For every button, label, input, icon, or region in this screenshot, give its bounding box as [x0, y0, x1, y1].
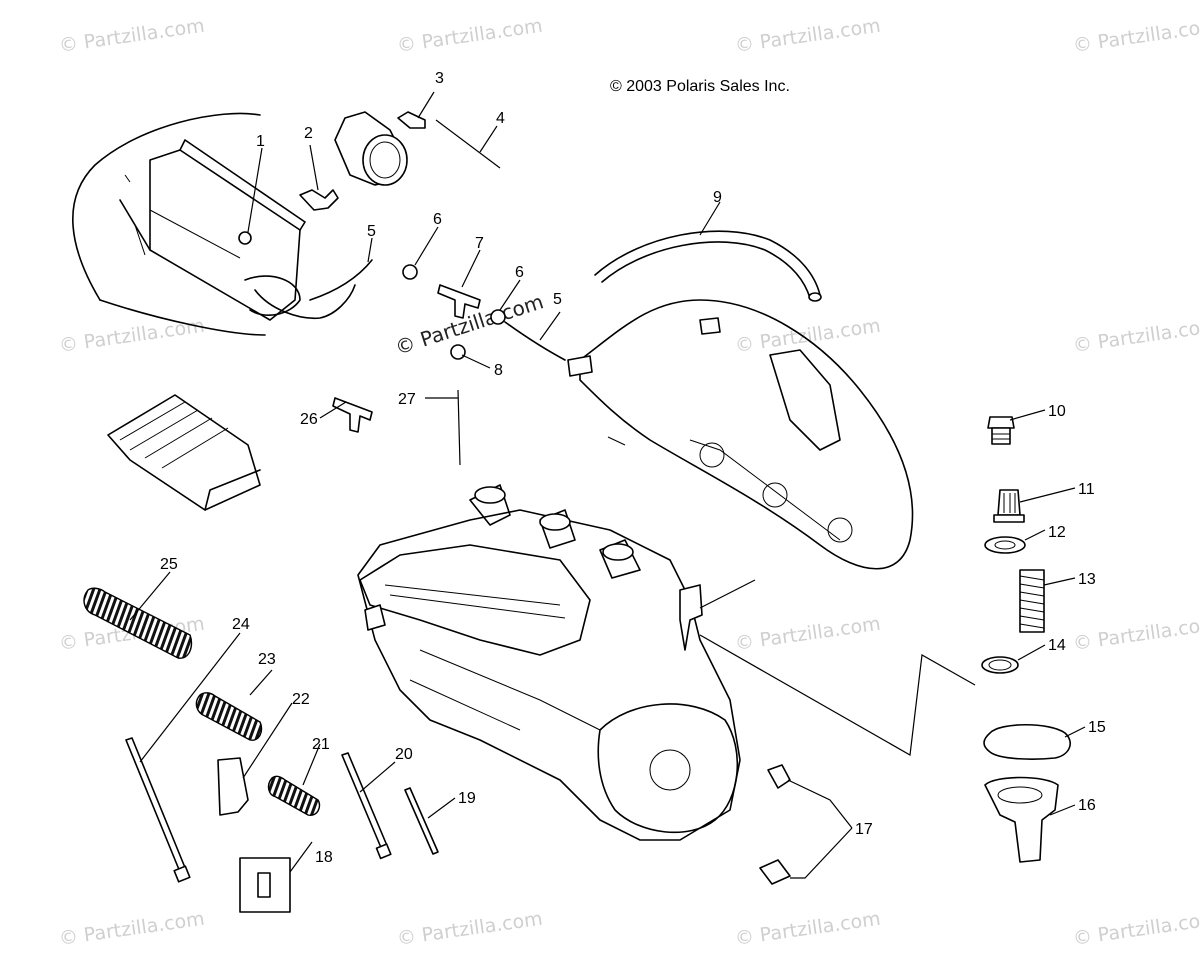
label-18	[239, 857, 291, 913]
watermark: © Partzilla.com	[58, 15, 206, 57]
callout-7: 7	[475, 235, 484, 252]
watermark: © Partzilla.com	[58, 908, 206, 950]
airbox-assembly	[72, 112, 356, 336]
callout-18: 18	[315, 849, 333, 866]
callout-16: 16	[1078, 797, 1096, 814]
callout-23: 23	[258, 651, 276, 668]
callout-22: 22	[292, 691, 310, 708]
tee-fitting-26	[332, 397, 373, 433]
watermark: © Partzilla.com	[1072, 908, 1200, 950]
throttle-body	[334, 111, 408, 186]
callout-24: 24	[232, 616, 250, 633]
tie-strap-20	[341, 752, 392, 860]
sleeve-25	[83, 587, 193, 659]
watermark: © Partzilla.com	[396, 908, 544, 950]
callout-1: 1	[256, 133, 265, 150]
elbow-fitting-2	[299, 189, 339, 211]
watermark: © Partzilla.com	[734, 315, 882, 357]
clip-22	[217, 757, 249, 816]
callout-2: 2	[304, 125, 313, 142]
callout-12: 12	[1048, 524, 1066, 541]
callout-6b: 6	[515, 264, 524, 281]
callout-11: 11	[1078, 481, 1095, 498]
copyright-notice: © 2003 Polaris Sales Inc.	[610, 78, 790, 95]
leader-lines	[129, 91, 1086, 879]
gasket-15	[983, 723, 1071, 760]
callout-17: 17	[855, 821, 873, 838]
callout-labels: 1 2 3 4 5 6 7 6 5 8 9 10 11 12 13 14 15 …	[160, 70, 1106, 866]
callout-25: 25	[160, 556, 178, 573]
watermark: © Partzilla.com	[58, 315, 206, 357]
spring-13	[1019, 569, 1045, 633]
callout-10: 10	[1048, 403, 1066, 420]
callout-15: 15	[1088, 719, 1106, 736]
watermark: © Partzilla.com	[396, 15, 544, 57]
hose-5b	[504, 321, 566, 361]
sleeve-21	[267, 775, 321, 816]
callout-8: 8	[494, 362, 503, 379]
manifold	[567, 299, 914, 570]
tie-strap-24	[125, 737, 191, 883]
fitting-3	[397, 111, 426, 129]
housing-16	[984, 776, 1059, 863]
ecu-module	[107, 394, 261, 511]
tee-fitting-7	[437, 284, 481, 319]
callout-21: 21	[312, 736, 330, 753]
hose-clamp-6	[402, 264, 418, 280]
callout-4: 4	[496, 110, 505, 127]
hose-clamp-6b	[490, 309, 506, 325]
hose-5	[309, 259, 373, 301]
plug-10	[987, 416, 1015, 445]
washer-12	[984, 536, 1026, 554]
watermark: © Partzilla.com	[1072, 613, 1200, 655]
fitting-17b	[759, 859, 791, 885]
callout-20: 20	[395, 746, 413, 763]
watermark: © Partzilla.com	[734, 908, 882, 950]
tie-strap-19	[404, 787, 439, 855]
callout-14: 14	[1048, 637, 1066, 654]
callout-27: 27	[398, 391, 416, 408]
callout-9: 9	[713, 189, 722, 206]
sleeve-23	[195, 692, 263, 741]
watermark: © Partzilla.com	[734, 15, 882, 57]
engine-block	[357, 484, 741, 841]
watermark: © Partzilla.com	[1072, 315, 1200, 357]
watermark: © Partzilla.com	[734, 613, 882, 655]
callout-3: 3	[435, 70, 444, 87]
callout-6: 6	[433, 211, 442, 228]
callout-26: 26	[300, 411, 318, 428]
callout-5: 5	[367, 223, 376, 240]
watermark: © Partzilla.com	[1072, 15, 1200, 57]
callout-13: 13	[1078, 571, 1096, 588]
clamp-8	[450, 344, 466, 360]
fitting-17a	[767, 764, 791, 789]
o-ring-14	[981, 656, 1019, 674]
valve-11	[993, 489, 1025, 523]
hose-9	[594, 230, 822, 302]
callout-19: 19	[458, 790, 476, 807]
callout-5b: 5	[553, 291, 562, 308]
